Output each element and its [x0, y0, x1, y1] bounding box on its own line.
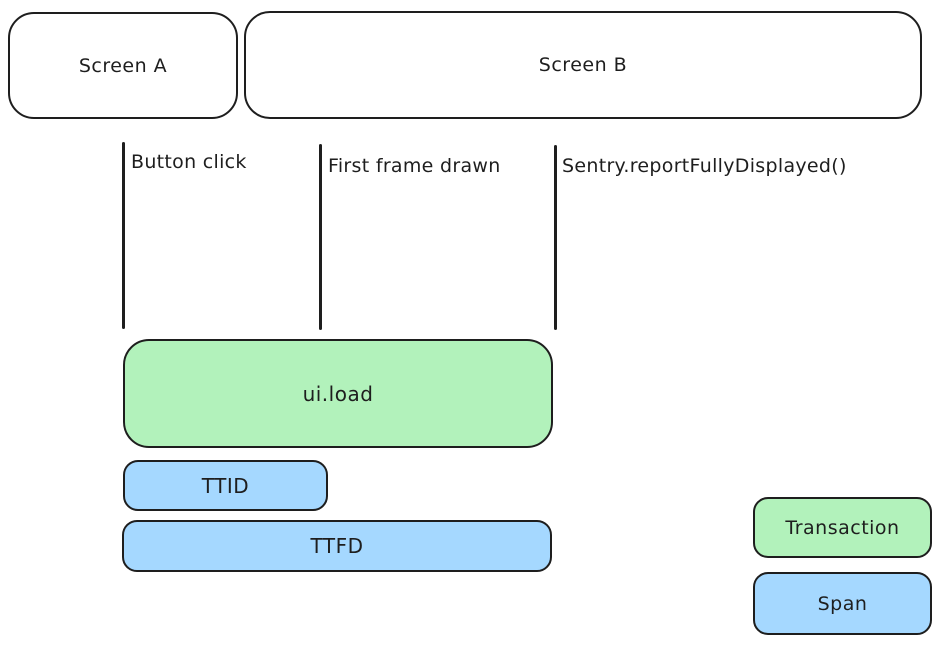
ui-load-transaction-bar: ui.load	[123, 339, 553, 448]
button-click-event-line	[122, 142, 125, 329]
legend-span-label: Span	[817, 592, 868, 615]
ui-load-label: ui.load	[302, 381, 374, 406]
screen-a-label: Screen A	[78, 54, 168, 77]
ttid-span-bar: TTID	[123, 460, 328, 511]
screen-b-box: Screen B	[244, 11, 922, 119]
legend-transaction-box: Transaction	[753, 497, 932, 558]
first-frame-drawn-event-line	[319, 144, 322, 330]
report-fully-displayed-event-line	[554, 145, 557, 330]
legend-transaction-label: Transaction	[785, 516, 900, 539]
screen-a-box: Screen A	[8, 12, 238, 119]
ttfd-label: TTFD	[310, 534, 364, 558]
report-fully-displayed-event-label: Sentry.reportFullyDisplayed()	[562, 155, 847, 177]
legend-span-box: Span	[753, 572, 932, 635]
screen-b-label: Screen B	[538, 54, 628, 76]
ttfd-span-bar: TTFD	[122, 520, 552, 572]
button-click-event-label: Button click	[131, 151, 247, 173]
ttid-label: TTID	[201, 473, 250, 498]
first-frame-drawn-event-label: First frame drawn	[328, 155, 501, 177]
